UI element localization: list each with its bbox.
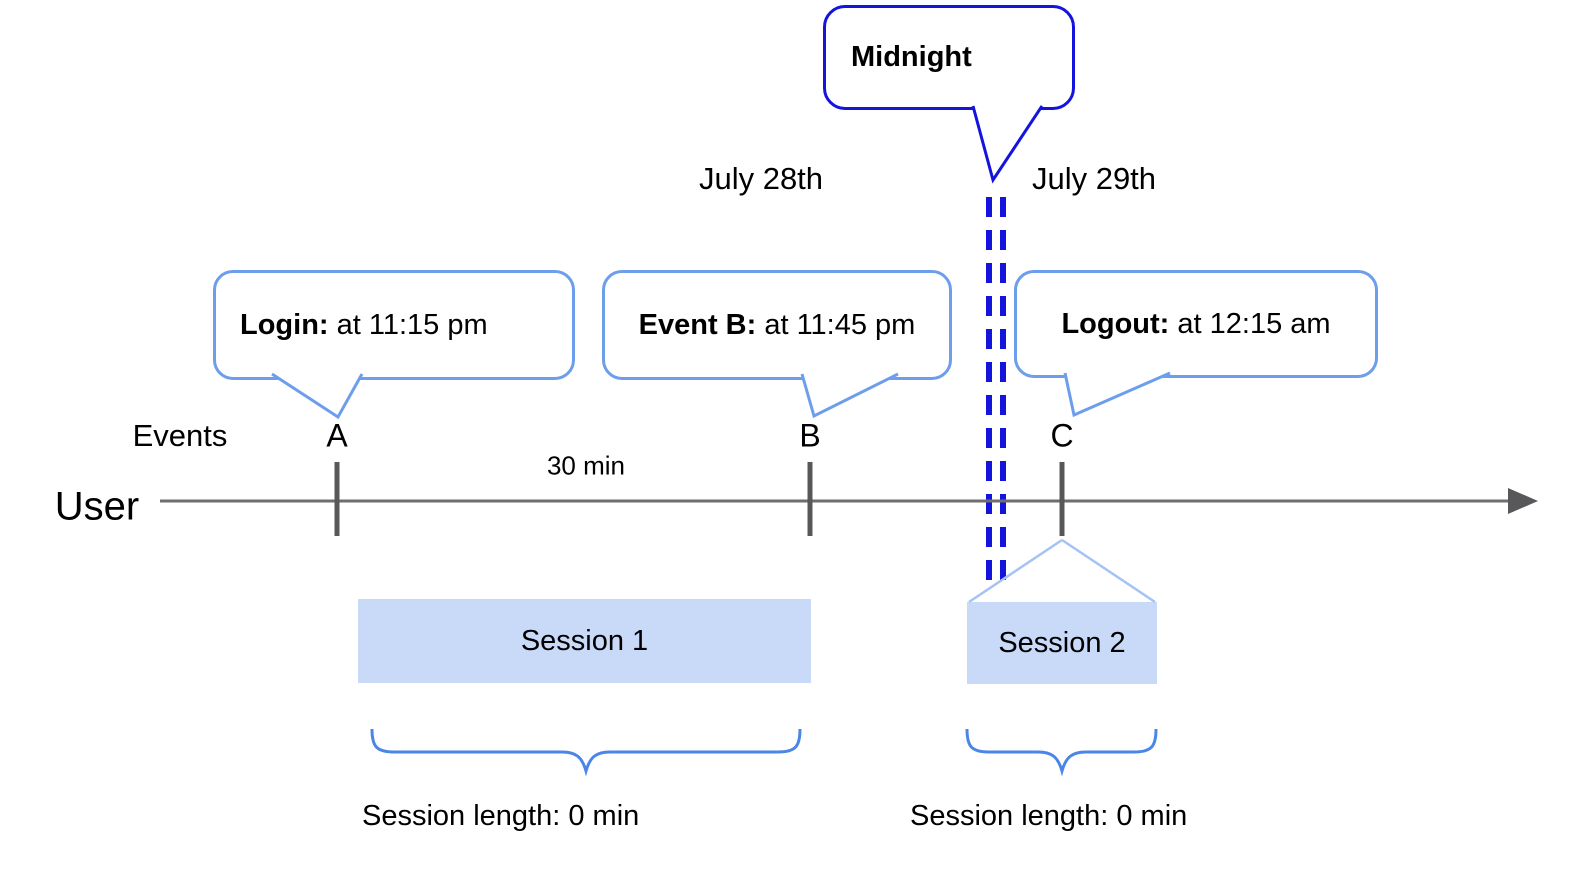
date-label-july-28: July 28th [698,161,824,196]
event-b-callout-time: at 11:45 pm [756,308,916,341]
logout-callout-tail [1063,371,1171,418]
event-b-callout-title: Event B: [638,308,757,341]
session-2-label: Session 2 [998,626,1126,659]
session-2-connector-right [1061,538,1156,604]
midnight-callout-bubble: Midnight [823,5,1075,110]
session-1-length-label: Session length: 0 min [362,800,640,832]
session-2-box: Session 2 [967,602,1157,684]
event-marker-b: B [799,417,821,454]
session-2-length-label: Session length: 0 min [910,800,1188,832]
session-1-brace [370,728,802,777]
session-1-box: Session 1 [358,599,811,683]
logout-callout-title: Logout: [1061,307,1170,340]
login-callout-tail [271,372,364,420]
session-1-label: Session 1 [520,624,649,657]
event-marker-a: A [326,417,348,454]
login-callout-bubble: Login: at 11:15 pm [213,270,575,380]
event-marker-c: C [1050,417,1074,454]
login-callout-time: at 11:15 pm [328,308,488,341]
event-b-callout-bubble: Event B: at 11:45 pm [602,270,952,380]
interval-30min-label: 30 min [546,450,626,481]
date-label-july-29: July 29th [1031,161,1157,196]
logout-callout-time: at 12:15 am [1169,307,1331,340]
user-axis-label: User [54,484,140,529]
timeline-arrowhead [1508,488,1538,514]
session-2-brace [965,728,1158,777]
midnight-callout-text: Midnight [851,41,972,73]
events-axis-label: Events [132,418,228,453]
login-callout-title: Login: [240,308,329,341]
session-2-connector-left [968,538,1063,604]
event-b-callout-tail [800,372,899,419]
logout-callout-bubble: Logout: at 12:15 am [1014,270,1378,378]
